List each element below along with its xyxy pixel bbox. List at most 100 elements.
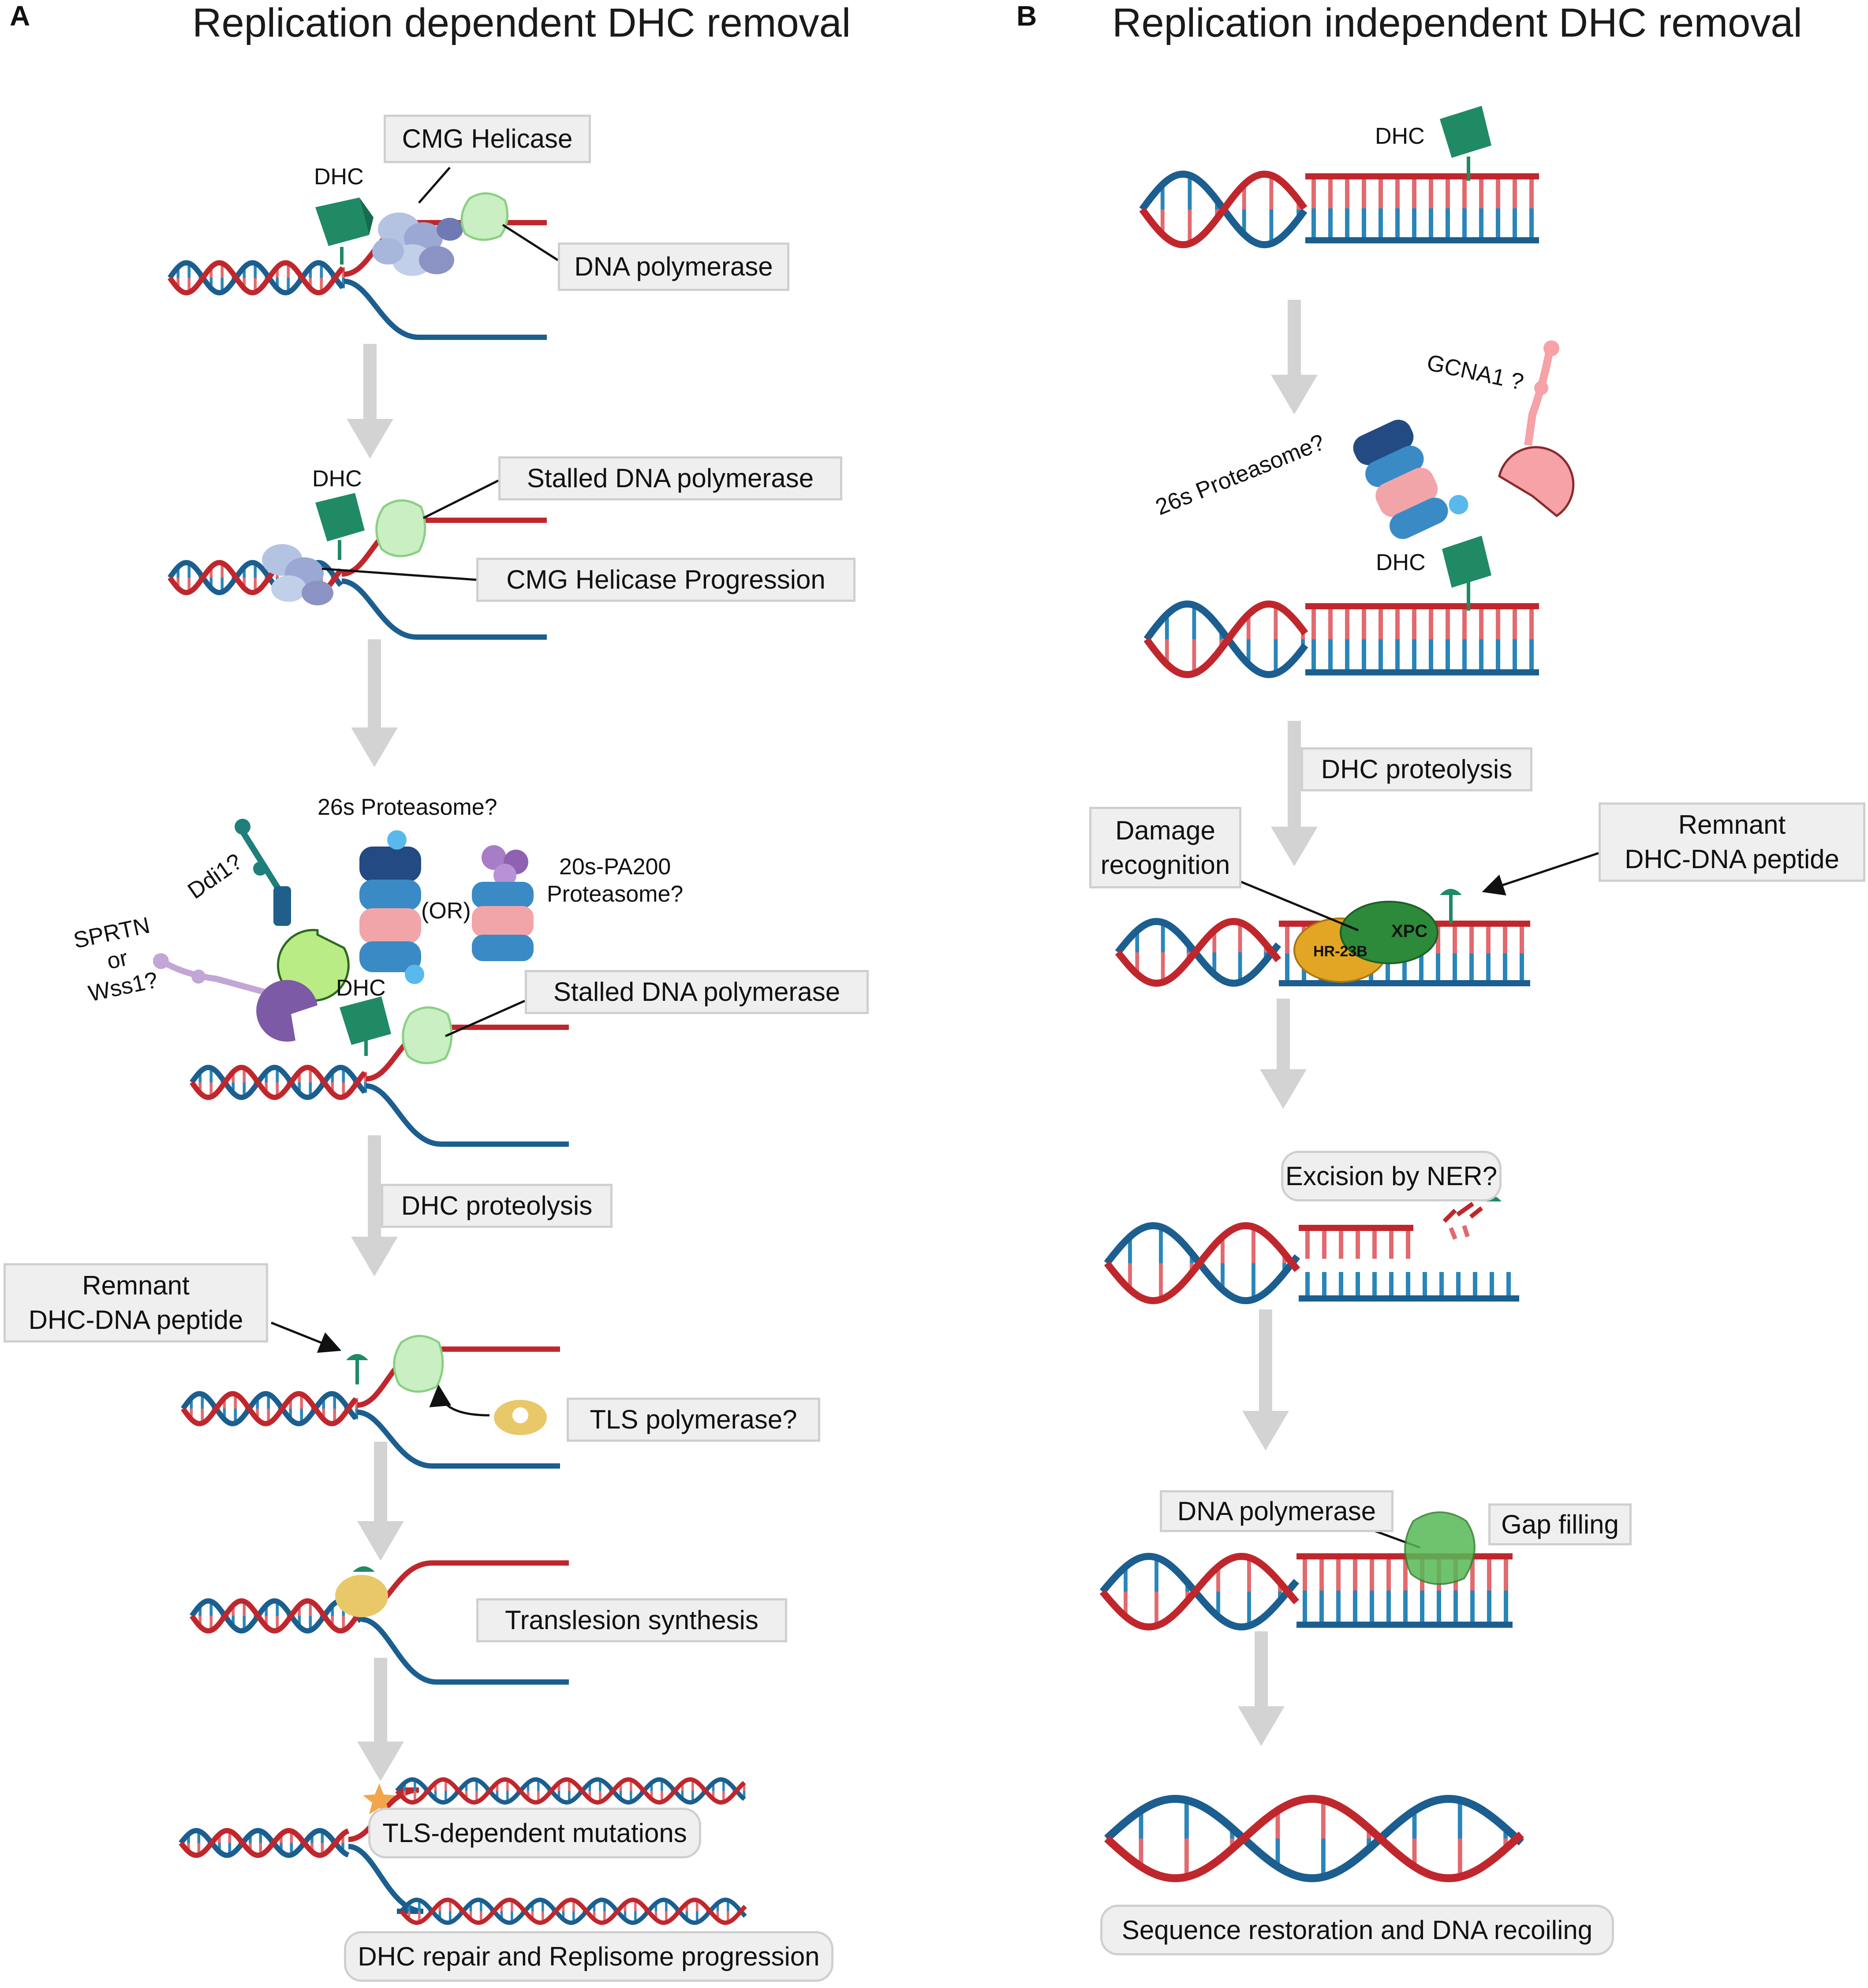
panel-title-a: Replication dependent DHC removal [192, 0, 851, 45]
process-arrow [1242, 1309, 1289, 1451]
dna-strand-blue [344, 279, 547, 340]
dna-helix-b1 [1139, 170, 1308, 249]
label-gap-filling: Gap filling [1488, 1503, 1632, 1545]
label-stalled-pol-a3: Stalled DNA polymerase [525, 970, 869, 1014]
tls-polymerase-a5 [335, 1566, 388, 1617]
label-dhc-b2: DHC [1376, 550, 1426, 575]
dna-polymerase-b5 [1404, 1511, 1476, 1585]
dhc-protein-a1 [315, 198, 374, 265]
remnant-peptide-b3 [1440, 889, 1462, 924]
process-arrow [1271, 300, 1318, 414]
dna-strand-blue [179, 1828, 350, 1858]
dna-helix-a1 [168, 260, 345, 296]
label-tls-mutations: TLS-dependent mutations [368, 1808, 701, 1858]
dna-strand-red [395, 1777, 746, 1805]
dna-ladder-b1 [1305, 173, 1539, 243]
dna-strand-red [1143, 600, 1308, 679]
label-tls-polymerase: TLS polymerase? [567, 1398, 820, 1442]
proteasome-20s-pa200 [472, 845, 534, 961]
dna-strand-blue [1104, 1795, 1524, 1882]
dna-strand-red [1104, 1222, 1300, 1305]
label-damage-recognition: Damage recognition [1089, 807, 1241, 888]
panel-title-b: Replication independent DHC removal [1112, 0, 1802, 45]
label-20s-line2: Proteasome? [547, 881, 684, 907]
process-arrow [347, 344, 393, 459]
label-damage-line2: recognition [1100, 850, 1230, 880]
dna-strand-red [1099, 1552, 1300, 1631]
tls-arrow [429, 1384, 490, 1417]
dna-ladder-b5 [1296, 1553, 1513, 1628]
process-arrow [1271, 721, 1318, 866]
label-remnant-a-line1: Remnant [82, 1271, 190, 1300]
dna-strand-blue [1104, 1222, 1300, 1305]
label-remnant-b: Remnant DHC-DNA peptide [1599, 802, 1865, 882]
label-dhc-repair: DHC repair and Replisome progression [344, 1931, 833, 1982]
label-26s-proteasome-a: 26s Proteasome? [318, 794, 497, 820]
excised-fragment [1442, 1195, 1502, 1240]
stalled-polymerase-a2 [375, 499, 426, 557]
dna-strand-red [168, 260, 345, 296]
label-remnant-b-line1: Remnant [1678, 810, 1786, 839]
dhc-protein-b1 [1440, 106, 1491, 181]
ddi1-protein [235, 819, 350, 1002]
dna-strand-red [190, 1598, 363, 1634]
label-dhc-a3: DHC [336, 975, 386, 1001]
dna-helix-b5 [1099, 1552, 1300, 1631]
dna-strand-blue [190, 1064, 367, 1100]
label-dhc-proteolysis-a: DHC proteolysis [381, 1184, 613, 1228]
xpc-protein [1340, 901, 1438, 964]
dna-strand-red [181, 1391, 358, 1427]
process-arrows-b [1238, 300, 1318, 1746]
panel-letter-a: A [10, 0, 30, 32]
replication-fork-a3 [366, 1025, 569, 1147]
label-remnant-a-line2: DHC-DNA peptide [28, 1305, 243, 1335]
label-cmg-progression: CMG Helicase Progression [476, 558, 856, 602]
label-or: (OR) [421, 898, 471, 924]
dna-strand-red [1115, 918, 1281, 987]
dna-strand-blue [361, 1617, 569, 1685]
label-dna-polymerase-b: DNA polymerase [1160, 1490, 1394, 1532]
dna-strand-blue [1115, 918, 1281, 987]
daughter-duplex-bottom [400, 1897, 747, 1925]
process-arrow [357, 1442, 404, 1561]
label-cmg-helicase: CMG Helicase [384, 115, 591, 163]
dna-strand-red [357, 1346, 560, 1408]
process-arrow [1260, 999, 1307, 1109]
dna-strand-blue [366, 1083, 569, 1147]
proteasome-26s-b [1353, 419, 1468, 539]
process-arrow [351, 1135, 398, 1276]
dna-strand-blue [190, 1598, 363, 1634]
mutation-star [363, 1783, 396, 1814]
dna-helix-b2 [1143, 600, 1308, 679]
label-dhc-a2: DHC [312, 466, 362, 492]
dna-strand-red [400, 1897, 747, 1925]
label-remnant-a: Remnant DHC-DNA peptide [4, 1263, 268, 1343]
dna-helix-a6 [179, 1828, 350, 1858]
dna-strand-blue [395, 1777, 746, 1805]
label-remnant-b-line2: DHC-DNA peptide [1625, 844, 1839, 874]
dna-polymerase-a1 [460, 192, 509, 241]
stalled-polymerase-a4 [393, 1335, 444, 1393]
dna-strand-red [366, 1025, 569, 1082]
process-arrows-a [347, 344, 404, 1781]
label-excision: Excision by NER? [1281, 1151, 1502, 1201]
dna-helix-b4 [1104, 1222, 1300, 1305]
label-stalled-pol-a2: Stalled DNA polymerase [498, 456, 842, 500]
dna-strand-blue [348, 1844, 424, 1914]
cmg-helicase-a2 [262, 544, 333, 605]
label-dhc-proteolysis-b: DHC proteolysis [1301, 747, 1532, 791]
dna-helix-b3 [1115, 918, 1281, 987]
dna-strand-blue [1099, 1552, 1300, 1631]
label-20s-line1: 20s-PA200 [559, 854, 671, 880]
dna-strand-blue [181, 1391, 358, 1427]
label-translesion: Translesion synthesis [476, 1598, 787, 1642]
dna-helix-b6 [1104, 1795, 1524, 1882]
dna-strand-blue [168, 260, 345, 296]
label-20s-pa200: 20s-PA200 Proteasome? [547, 853, 683, 908]
proteasome-26s-a [359, 830, 424, 984]
label-damage-line1: Damage [1115, 815, 1215, 845]
remnant-peptide-a4 [346, 1354, 368, 1384]
label-sequence-restoration: Sequence restoration and DNA recoiling [1100, 1905, 1614, 1955]
